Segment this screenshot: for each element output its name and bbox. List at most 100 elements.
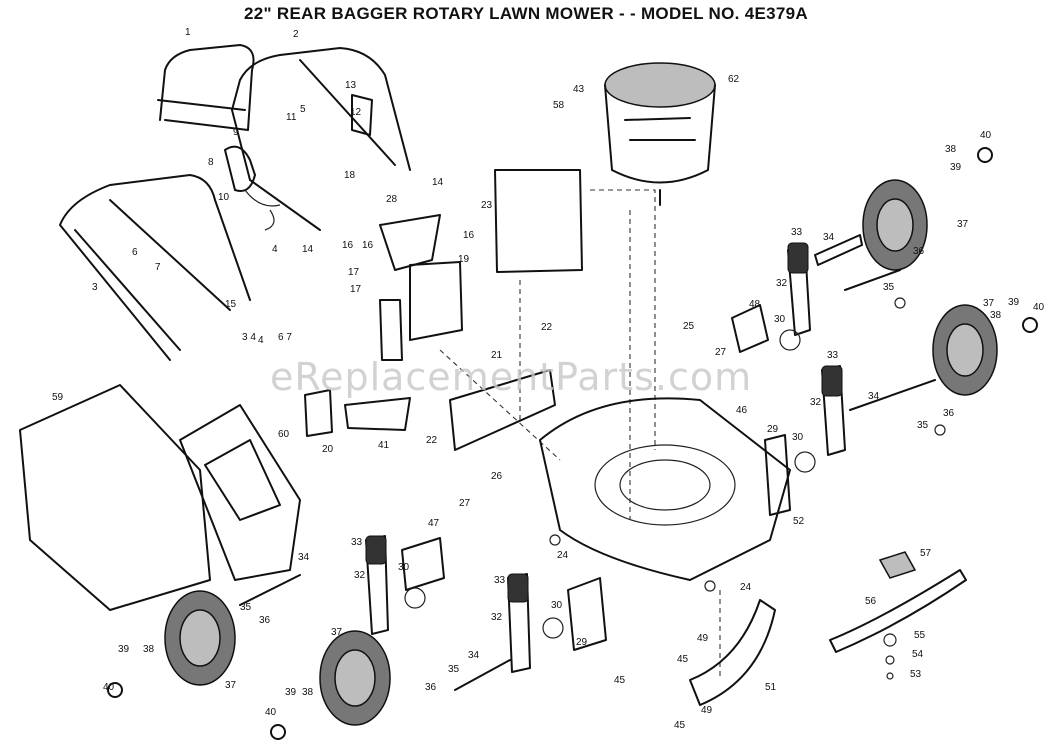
axle-lower[interactable] [849,379,936,411]
callout-26: 26 [491,471,503,482]
upper-handle[interactable] [157,44,255,131]
callout-45: 45 [677,654,689,665]
height-bracket[interactable] [379,261,463,361]
callout-16: 16 [463,230,475,241]
callout-24: 24 [557,550,569,561]
callout-3-4: 3 4 [242,332,256,343]
axle-rear-left[interactable] [239,574,301,606]
callout-38: 38 [302,687,314,698]
callout-14: 14 [302,244,314,255]
bag-frame[interactable] [179,404,301,581]
blade-adapter[interactable] [878,551,917,579]
callout-55: 55 [914,630,926,641]
front-wheel-upper[interactable] [862,179,928,271]
callout-11: 11 [286,112,297,123]
callout-32: 32 [776,278,788,289]
lever-grip-c [365,535,387,565]
callout-24: 24 [740,582,752,593]
callout-62: 62 [728,74,740,85]
mounting-panel[interactable] [494,169,583,273]
callout-37: 37 [331,627,343,638]
callout-12: 12 [350,107,362,118]
callout-27: 27 [715,347,727,358]
callout-37: 37 [957,219,969,230]
axle-rear-right[interactable] [454,659,511,691]
callout-34: 34 [868,391,880,402]
rear-plate[interactable] [449,369,556,451]
axle-upper[interactable] [814,234,901,291]
callout-35: 35 [240,602,252,613]
lever-grip-b [821,365,843,397]
callout-3: 3 [92,282,98,293]
callout-57: 57 [920,548,932,559]
adjuster-plate-47[interactable] [401,537,445,591]
callout-46: 46 [736,405,748,416]
callout-33: 33 [827,350,839,361]
adjuster-plate-48[interactable] [731,304,769,353]
callout-53: 53 [910,669,922,680]
callout-47: 47 [428,518,440,529]
callout-22: 22 [541,322,553,333]
callout-23: 23 [481,200,493,211]
callout-6: 6 [132,247,138,258]
callout-48: 48 [749,299,761,310]
callout-51: 51 [765,682,777,693]
callout-36: 36 [259,615,271,626]
callout-8: 8 [208,157,214,168]
callout-35: 35 [883,282,895,293]
mower-deck[interactable] [539,397,791,581]
callout-41: 41 [378,440,390,451]
control-bar[interactable] [224,145,256,192]
adjuster-plate-29b[interactable] [567,577,607,651]
callout-17: 17 [350,284,362,295]
rear-wheel-right[interactable] [319,630,391,726]
callout-30: 30 [551,600,563,611]
callout-60: 60 [278,429,290,440]
cutting-blade[interactable] [829,569,967,653]
adjuster-plate-29a[interactable] [764,434,791,516]
callout-35: 35 [448,664,460,675]
front-wheel-lower[interactable] [932,304,998,396]
callout-4: 4 [272,244,278,255]
callout-16: 16 [342,240,354,251]
callout-20: 20 [322,444,334,455]
bracket-28[interactable] [379,214,441,271]
callout-40: 40 [980,130,992,141]
callout-32: 32 [491,612,503,623]
callout-33: 33 [351,537,363,548]
callout-7: 7 [155,262,161,273]
callout-29: 29 [767,424,779,435]
throttle-cable [244,189,281,231]
callout-30: 30 [792,432,804,443]
bracket-13[interactable] [351,94,373,136]
callout-9: 9 [233,127,239,138]
callout-40: 40 [265,707,277,718]
rear-wheel-left[interactable] [164,590,236,686]
lower-handle[interactable] [59,174,251,361]
callout-34: 34 [823,232,835,243]
callout-36: 36 [425,682,437,693]
callout-38: 38 [143,644,155,655]
callout-49: 49 [697,633,709,644]
callout-19: 19 [458,254,470,265]
callout-39: 39 [950,162,962,173]
callout-33: 33 [494,575,506,586]
hardware-set [107,147,1038,740]
grass-bag[interactable] [19,384,211,611]
callout-32: 32 [354,570,366,581]
callout-34: 34 [468,650,480,661]
callout-5: 5 [300,104,306,115]
callout-38: 38 [945,144,957,155]
baffle[interactable] [689,599,776,706]
callout-14: 14 [432,177,444,188]
callout-21: 21 [491,350,503,361]
callout-58: 58 [553,100,565,111]
callout-4: 4 [258,335,264,346]
callout-29: 29 [576,637,588,648]
rear-guard[interactable] [304,389,411,437]
engine[interactable] [604,62,716,206]
callout-43: 43 [573,84,585,95]
callout-25: 25 [683,321,695,332]
middle-handle[interactable] [231,47,411,231]
callout-16: 16 [362,240,374,251]
